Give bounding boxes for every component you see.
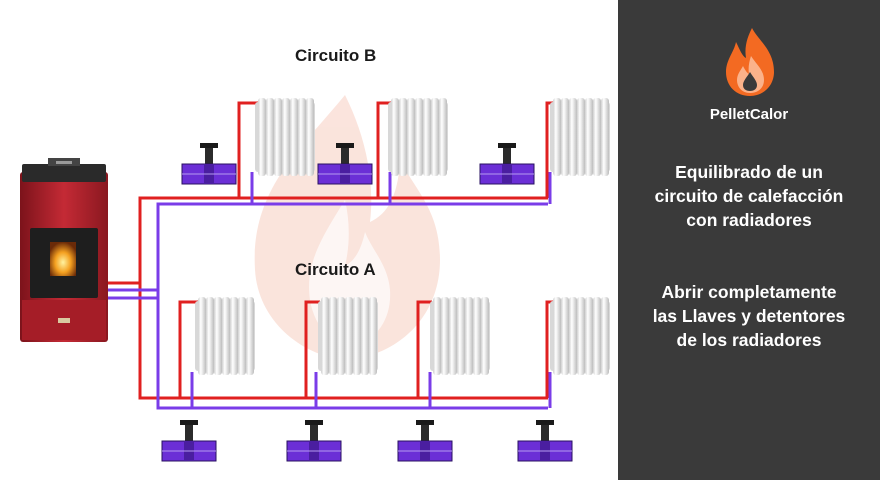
caption-line: circuito de calefacción <box>654 186 844 206</box>
radiator-a1 <box>195 297 255 375</box>
pellet-stove <box>20 158 108 342</box>
caption-line: Abrir completamente <box>661 282 837 302</box>
caption-instruction: Abrir completamente las Llaves y detento… <box>618 280 880 352</box>
valve-b1 <box>181 143 237 185</box>
radiator-b3 <box>550 98 610 176</box>
caption-line: las Llaves y detentores <box>652 306 846 326</box>
circuit-b-label: Circuito B <box>295 46 376 65</box>
radiator-a2 <box>318 297 378 375</box>
radiator-b1 <box>255 98 315 176</box>
caption-line: de los radiadores <box>676 330 822 350</box>
valve-a1 <box>161 419 217 462</box>
radiator-a4 <box>550 297 610 375</box>
supply-pipes <box>108 101 555 400</box>
caption-balancing: Equilibrado de un circuito de calefacció… <box>618 160 880 232</box>
return-pipes <box>108 172 552 410</box>
valve-a3 <box>397 419 453 462</box>
valve-a2 <box>286 419 342 462</box>
heating-diagram: Circuito B Circuito A <box>20 46 610 462</box>
radiator-a3 <box>430 297 490 375</box>
side-panel: PelletCalor Equilibrado de un circuito d… <box>618 0 880 480</box>
circuit-a-label: Circuito A <box>295 260 376 279</box>
valve-b3 <box>479 142 535 185</box>
radiator-b2 <box>388 98 448 176</box>
brand-name: PelletCalor <box>709 106 789 123</box>
caption-line: con radiadores <box>686 210 812 230</box>
valve-a4 <box>517 419 573 462</box>
caption-line: Equilibrado de un <box>675 162 823 182</box>
flame-icon <box>726 28 774 96</box>
